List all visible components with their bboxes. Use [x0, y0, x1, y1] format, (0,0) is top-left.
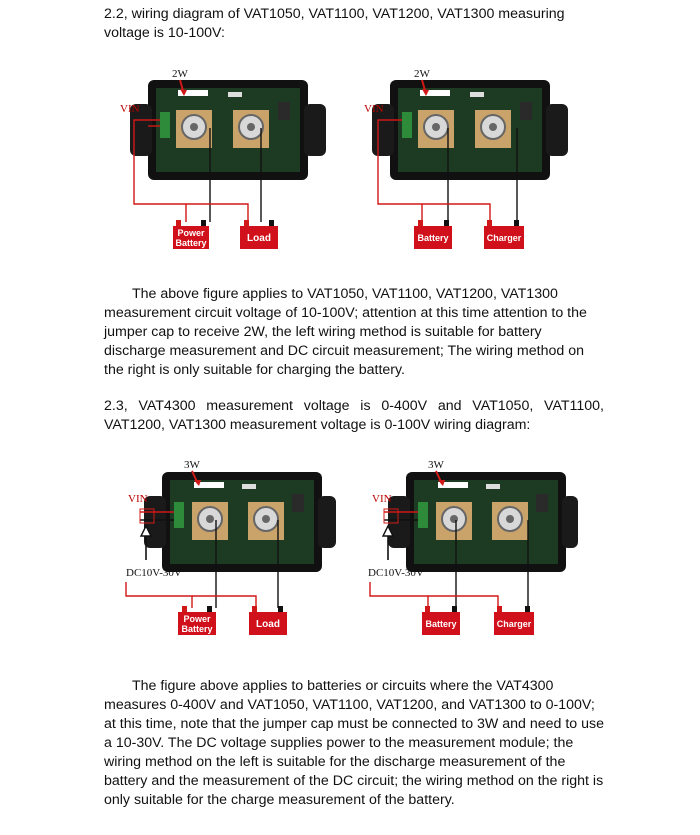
- battery-box: [422, 612, 460, 635]
- battery-label: Battery: [425, 619, 456, 629]
- power-battery-box: [173, 226, 209, 249]
- paragraph-2-2: The above figure applies to VAT1050, VAT…: [104, 285, 604, 380]
- power-battery-label-2: Battery: [181, 624, 212, 634]
- jumper-label: 3W: [428, 459, 445, 471]
- paragraph-2-3: The figure above applies to batteries or…: [104, 677, 604, 810]
- wiring-diagram-2-3-right: 3W VIN DC10V-30V Battery Charger: [362, 448, 582, 648]
- battery-label: Battery: [417, 233, 448, 243]
- jumper-label: 2W: [414, 68, 431, 80]
- load-box: [249, 612, 287, 635]
- vin-label: VIN: [120, 103, 140, 115]
- power-battery-label-2: Battery: [175, 238, 206, 248]
- load-label: Load: [247, 233, 271, 244]
- battery-box: [414, 226, 452, 249]
- load-label: Load: [256, 619, 280, 630]
- vin-label: VIN: [128, 493, 148, 505]
- supply-label: DC10V-30V: [368, 567, 424, 579]
- vin-label: VIN: [372, 493, 392, 505]
- charger-box: [484, 226, 524, 249]
- wiring-diagram-2-2-left: 2W VIN Power Battery Load: [118, 62, 338, 262]
- power-battery-box: [178, 612, 216, 635]
- section-heading-2-3: 2.3, VAT4300 measurement voltage is 0-40…: [104, 398, 604, 433]
- wiring-diagram-2-2-right: 2W VIN Battery Charger: [360, 62, 580, 262]
- wiring-diagram-2-3-left: 3W VIN DC10V-30V Power Battery Load: [118, 448, 338, 648]
- power-battery-label-1: Power: [183, 614, 211, 624]
- power-battery-label-1: Power: [177, 228, 205, 238]
- supply-label: DC10V-30V: [126, 567, 182, 579]
- charger-label: Charger: [487, 233, 522, 243]
- charger-box: [494, 612, 534, 635]
- paragraph-text: The figure above applies to batteries or…: [104, 678, 605, 808]
- jumper-label: 3W: [184, 459, 201, 471]
- paragraph-text: The above figure applies to VAT1050, VAT…: [104, 286, 587, 378]
- section-heading-2-2: 2.2, wiring diagram of VAT1050, VAT1100,…: [104, 6, 565, 41]
- jumper-label: 2W: [172, 68, 189, 80]
- vin-label: VIN: [364, 103, 384, 115]
- load-box: [240, 226, 278, 249]
- charger-label: Charger: [497, 619, 532, 629]
